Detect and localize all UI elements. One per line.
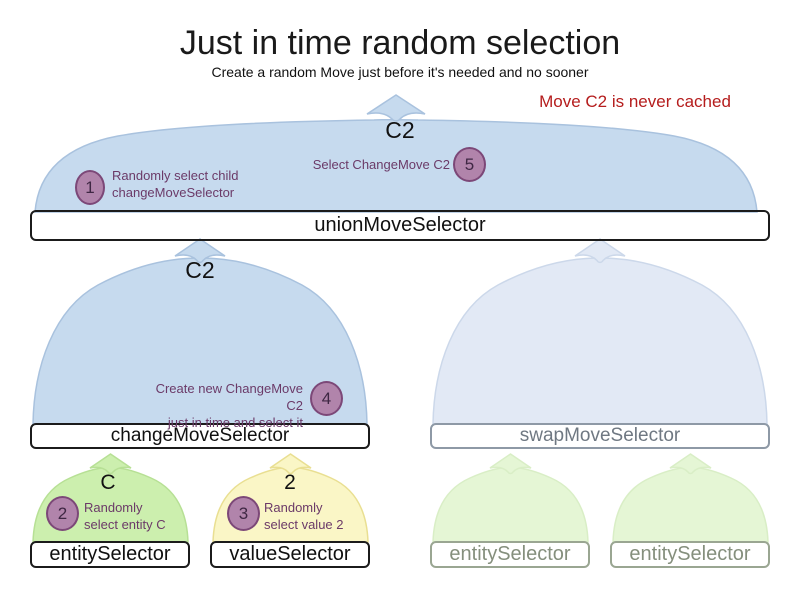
swap-entity-right-funnel-shape	[612, 466, 769, 543]
value-output-label: 2	[284, 471, 296, 494]
swap-entity-selector-right-label: entitySelector	[629, 543, 751, 565]
never-cached-note: Move C2 is never cached	[539, 92, 731, 111]
entity-selector-label: entitySelector	[49, 543, 171, 565]
union-move-selector-label: unionMoveSelector	[314, 214, 486, 236]
change-output-move-label: C2	[185, 257, 215, 283]
step-5-annotation: Select ChangeMove C2	[290, 156, 450, 173]
value-selector-bar: valueSelector	[210, 541, 370, 568]
swap-entity-left-funnel-shape	[432, 466, 589, 543]
union-output-move-label: C2	[385, 117, 415, 143]
step-3-annotation-line1: Randomly	[264, 500, 323, 515]
step-1-annotation-line2: changeMoveSelector	[112, 185, 235, 200]
page-subtitle: Create a random Move just before it's ne…	[211, 64, 589, 80]
step-2-annotation-line2: select entity C	[84, 517, 166, 532]
step-4-annotation-line2: just in time and select it	[167, 415, 303, 430]
swap-entity-selector-right-bar: entitySelector	[610, 541, 770, 568]
step-3-annotation-line2: select value 2	[264, 517, 344, 532]
step-4-badge: 4	[310, 381, 343, 416]
swap-entity-selector-left-label: entitySelector	[449, 543, 571, 565]
step-1-annotation-line1: Randomly select child	[112, 168, 239, 183]
swap-move-selector-bar: swapMoveSelector	[430, 423, 770, 449]
step-2-annotation-line1: Randomly	[84, 500, 143, 515]
step-1-annotation: Randomly select child changeMoveSelector	[112, 167, 238, 201]
step-3-annotation: Randomly select value 2	[264, 499, 344, 533]
swap-move-selector-label: swapMoveSelector	[519, 425, 681, 446]
value-selector-label: valueSelector	[229, 543, 351, 565]
union-move-selector-bar: unionMoveSelector	[30, 210, 770, 241]
entity-output-label: C	[100, 471, 116, 494]
step-5-badge: 5	[453, 147, 486, 182]
change-move-selector-label: changeMoveSelector	[110, 425, 290, 446]
swap-funnel-shape	[432, 257, 768, 425]
entity-selector-bar: entitySelector	[30, 541, 190, 568]
page-title: Just in time random selection	[179, 24, 621, 62]
step-4-annotation-line1: Create new ChangeMove C2	[155, 381, 303, 413]
step-1-badge: 1	[75, 170, 105, 205]
step-2-badge: 2	[46, 496, 79, 531]
change-move-selector-bar: changeMoveSelector	[30, 423, 370, 449]
swap-entity-selector-left-bar: entitySelector	[430, 541, 590, 568]
step-4-annotation: Create new ChangeMove C2 just in time an…	[145, 380, 303, 431]
step-3-badge: 3	[227, 496, 260, 531]
step-2-annotation: Randomly select entity C	[84, 499, 166, 533]
step-5-annotation-line1: Select ChangeMove C2	[312, 157, 450, 172]
